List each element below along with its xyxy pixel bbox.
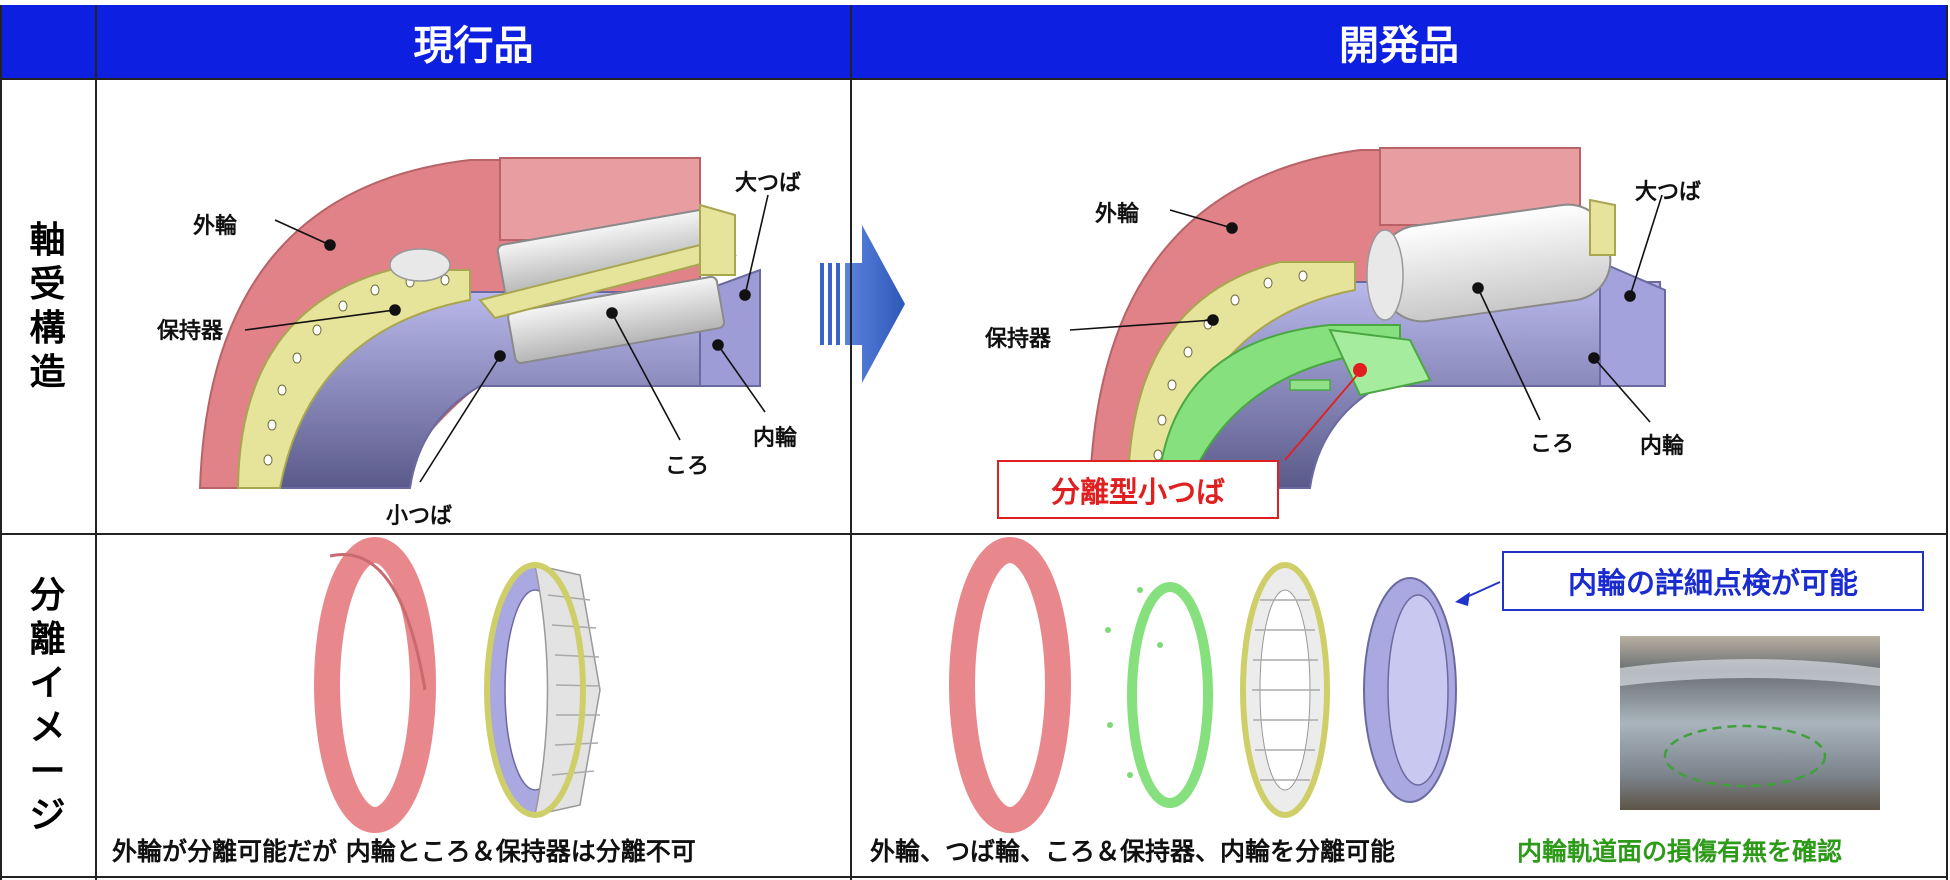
- developed-leader-lines: [1069, 194, 1663, 423]
- row-label-structure: 軸 受 構 造: [29, 219, 66, 393]
- label-roller-dev: ころ: [1530, 432, 1575, 457]
- transition-arrow-icon: [820, 225, 905, 383]
- label-large-rib-dev: 大つば: [1635, 180, 1702, 205]
- current-exploded-view: [314, 537, 601, 833]
- photo-caption: 内輪軌道面の損傷有無を確認: [1517, 837, 1843, 866]
- label-roller: ころ: [665, 454, 710, 479]
- header-corner: [2, 5, 95, 78]
- split-rib-leader: [1284, 373, 1359, 461]
- label-inner-ring-dev: 内輪: [1640, 434, 1685, 459]
- label-cage-dev: 保持器: [985, 327, 1052, 352]
- developed-caption: 外輪、つば輪、ころ＆保持器、内輪を分離可能: [870, 837, 1396, 866]
- label-large-rib: 大つば: [735, 171, 802, 196]
- current-leader-lines: [244, 194, 769, 483]
- label-outer-ring: 外輪: [193, 214, 238, 239]
- row-label-separation: 分 離 イ メ ー ジ: [29, 574, 66, 836]
- inspection-callout: 内輪の詳細点検が可能: [1502, 551, 1924, 611]
- label-inner-ring: 内輪: [753, 426, 798, 451]
- developed-bearing-cutaway: [1088, 147, 1666, 489]
- raceway-inspection-photo: [1620, 636, 1880, 810]
- label-outer-ring-dev: 外輪: [1095, 202, 1140, 227]
- developed-header: 開発品: [852, 5, 1946, 78]
- label-cage: 保持器: [157, 319, 224, 344]
- current-header: 現行品: [97, 5, 850, 78]
- current-caption: 外輪が分離可能だが 内輪ところ＆保持器は分離不可: [112, 837, 696, 866]
- split-rib-callout: 分離型小つば: [997, 460, 1279, 519]
- developed-exploded-view: [949, 537, 1457, 833]
- label-small-rib: 小つば: [386, 504, 453, 529]
